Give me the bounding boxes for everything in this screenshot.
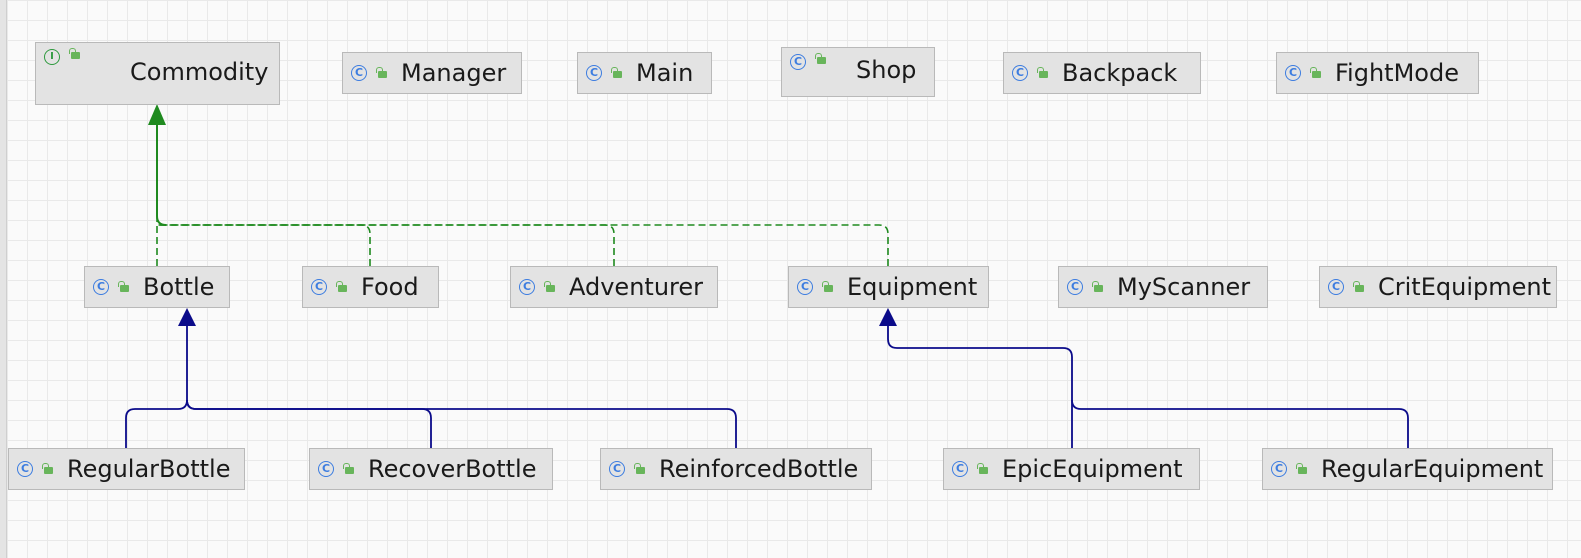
node-label: MyScanner [1117,273,1251,301]
edge-reinforcedbottle-extends-bottle [186,399,737,448]
editor-left-edge [0,0,7,558]
class-c-icon: C [797,279,813,295]
node-manager[interactable]: C Manager [342,52,522,94]
class-c-icon: C [609,461,625,477]
class-c-icon: C [1271,461,1287,477]
public-lock-icon [821,281,833,292]
class-c-icon: C [17,461,33,477]
node-adventurer[interactable]: C Adventurer [510,266,718,308]
node-label: RegularEquipment [1321,455,1544,483]
node-food[interactable]: C Food [302,266,439,308]
public-lock-icon [814,53,826,64]
class-c-icon: C [519,279,535,295]
public-lock-icon [117,281,129,292]
node-label: Equipment [847,273,978,301]
node-label: RegularBottle [67,455,231,483]
node-backpack[interactable]: C Backpack [1003,52,1201,94]
implements-arrowhead [148,104,166,125]
edge-regularequipment-extends-equipment [1071,399,1409,448]
public-lock-icon [41,463,53,474]
edge-epicequipment-extends-equipment [887,326,1073,448]
node-label: Backpack [1062,59,1178,87]
node-label: Bottle [143,273,215,301]
public-lock-icon [342,463,354,474]
class-c-icon: C [586,65,602,81]
node-label: RecoverBottle [368,455,537,483]
node-label: Manager [401,59,507,87]
public-lock-icon [633,463,645,474]
node-recoverbottle[interactable]: C RecoverBottle [309,448,553,490]
node-reinforcedbottle[interactable]: C ReinforcedBottle [600,448,872,490]
node-label: Main [636,59,694,87]
node-fightmode[interactable]: C FightMode [1276,52,1479,94]
node-myscanner[interactable]: C MyScanner [1058,266,1268,308]
node-critequipment[interactable]: C CritEquipment [1319,266,1557,308]
public-lock-icon [375,67,387,78]
edge-equipment-implements-commodity [157,224,889,266]
class-c-icon: C [351,65,367,81]
edge-adventurer-implements-commodity [157,224,615,266]
public-lock-icon [68,48,80,59]
edge-regularbottle-extends-bottle [125,326,188,448]
node-shop[interactable]: C Shop [781,47,935,97]
public-lock-icon [543,281,555,292]
public-lock-icon [976,463,988,474]
class-c-icon: C [1067,279,1083,295]
extends-arrowhead-equipment [879,308,897,326]
public-lock-icon [335,281,347,292]
edge-implements-trunk [156,125,167,226]
public-lock-icon [1352,281,1364,292]
node-label: Commodity [130,58,269,86]
node-label: EpicEquipment [1002,455,1183,483]
class-c-icon: C [952,461,968,477]
node-equipment[interactable]: C Equipment [788,266,989,308]
node-epicequipment[interactable]: C EpicEquipment [943,448,1200,490]
node-label: Food [361,273,419,301]
node-label: CritEquipment [1378,273,1551,301]
node-commodity[interactable]: I Commodity [35,42,280,105]
public-lock-icon [1091,281,1103,292]
class-c-icon: C [318,461,334,477]
node-label: Adventurer [569,273,704,301]
public-lock-icon [610,67,622,78]
class-c-icon: C [1328,279,1344,295]
node-label: Shop [856,56,917,84]
node-regularbottle[interactable]: C RegularBottle [8,448,245,490]
public-lock-icon [1036,67,1048,78]
node-label: ReinforcedBottle [659,455,859,483]
node-bottle[interactable]: C Bottle [84,266,230,308]
extends-arrowhead-bottle [178,308,196,326]
node-regularequipment[interactable]: C RegularEquipment [1262,448,1553,490]
class-c-icon: C [93,279,109,295]
public-lock-icon [1295,463,1307,474]
edge-recoverbottle-extends-bottle [186,399,432,448]
node-main[interactable]: C Main [577,52,712,94]
class-c-icon: C [1285,65,1301,81]
public-lock-icon [1309,67,1321,78]
class-c-icon: C [790,54,806,70]
class-c-icon: C [1012,65,1028,81]
class-c-icon: C [311,279,327,295]
interface-i-icon: I [44,49,60,65]
node-label: FightMode [1335,59,1459,87]
edge-food-implements-commodity [157,224,371,266]
